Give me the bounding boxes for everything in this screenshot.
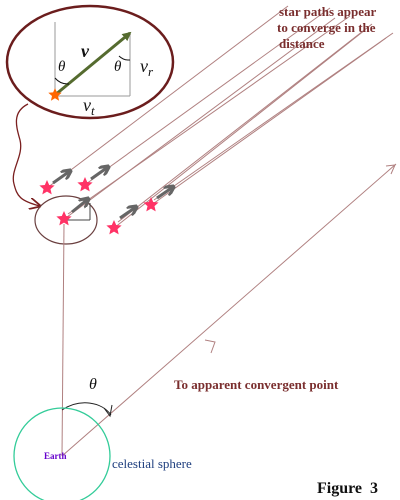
velocity-inset: θ θ v vr vt [5, 4, 175, 120]
convergent-point-line [61, 163, 397, 457]
inset-v-label: v [81, 41, 90, 61]
star-icon [39, 180, 55, 195]
theta-label: θ [89, 376, 97, 393]
star-icon [106, 220, 122, 235]
earth-to-cluster-line [61, 223, 65, 457]
star-paths-caption-line1: star paths appear [279, 4, 377, 19]
star-motion-arrow [52, 171, 70, 185]
star-paths [46, 5, 394, 229]
inset-theta-arc-left [54, 77, 70, 85]
star-motion-arrow [90, 167, 108, 181]
theta-arc-arrowhead [103, 404, 113, 418]
star-path-line [46, 5, 289, 189]
stars [39, 177, 159, 235]
inset-star-icon [48, 88, 62, 101]
star-motion-arrows [52, 167, 173, 220]
star-path-line [67, 15, 351, 215]
figure-label: Figure 3 [317, 480, 378, 497]
earth-label: Earth [44, 451, 67, 461]
star-path-line [117, 23, 373, 223]
star-path-line [113, 29, 366, 229]
inset-theta-arc-right [118, 55, 131, 61]
inset-velocity-arrow [54, 31, 132, 97]
star-icon [77, 177, 93, 192]
star-path-line [149, 37, 387, 207]
star-icon [143, 197, 159, 212]
star-icon [56, 211, 72, 226]
inset-oval [5, 4, 175, 120]
inset-theta-right-label: θ [114, 59, 122, 75]
star-paths-caption-line2: to converge in the [277, 20, 376, 35]
star-paths-caption: star paths appear to converge in the dis… [277, 4, 377, 51]
convergent-point-label: To apparent convergent point [174, 377, 339, 392]
inset-connector-arrow [12, 103, 40, 206]
convergent-mid-arrowhead [204, 339, 216, 354]
inset-vr-label: vr [140, 56, 154, 79]
star-paths-caption-line3: distance [279, 36, 325, 51]
star-motion-arrow [119, 207, 136, 220]
star-motion-arrow [71, 199, 88, 214]
celestial-sphere [13, 407, 111, 500]
star-path-line [85, 7, 331, 185]
star-cluster-oval [34, 195, 98, 245]
star-motion-arrow [156, 187, 173, 200]
convergent-point-arrowhead [385, 164, 396, 175]
star-path-line [62, 17, 336, 221]
celestial-sphere-label: celestial sphere [112, 456, 192, 471]
inset-vt-label: vt [83, 95, 95, 118]
theta-arc [61, 402, 112, 416]
inset-theta-left-label: θ [58, 59, 66, 75]
star-path-line [153, 32, 394, 201]
